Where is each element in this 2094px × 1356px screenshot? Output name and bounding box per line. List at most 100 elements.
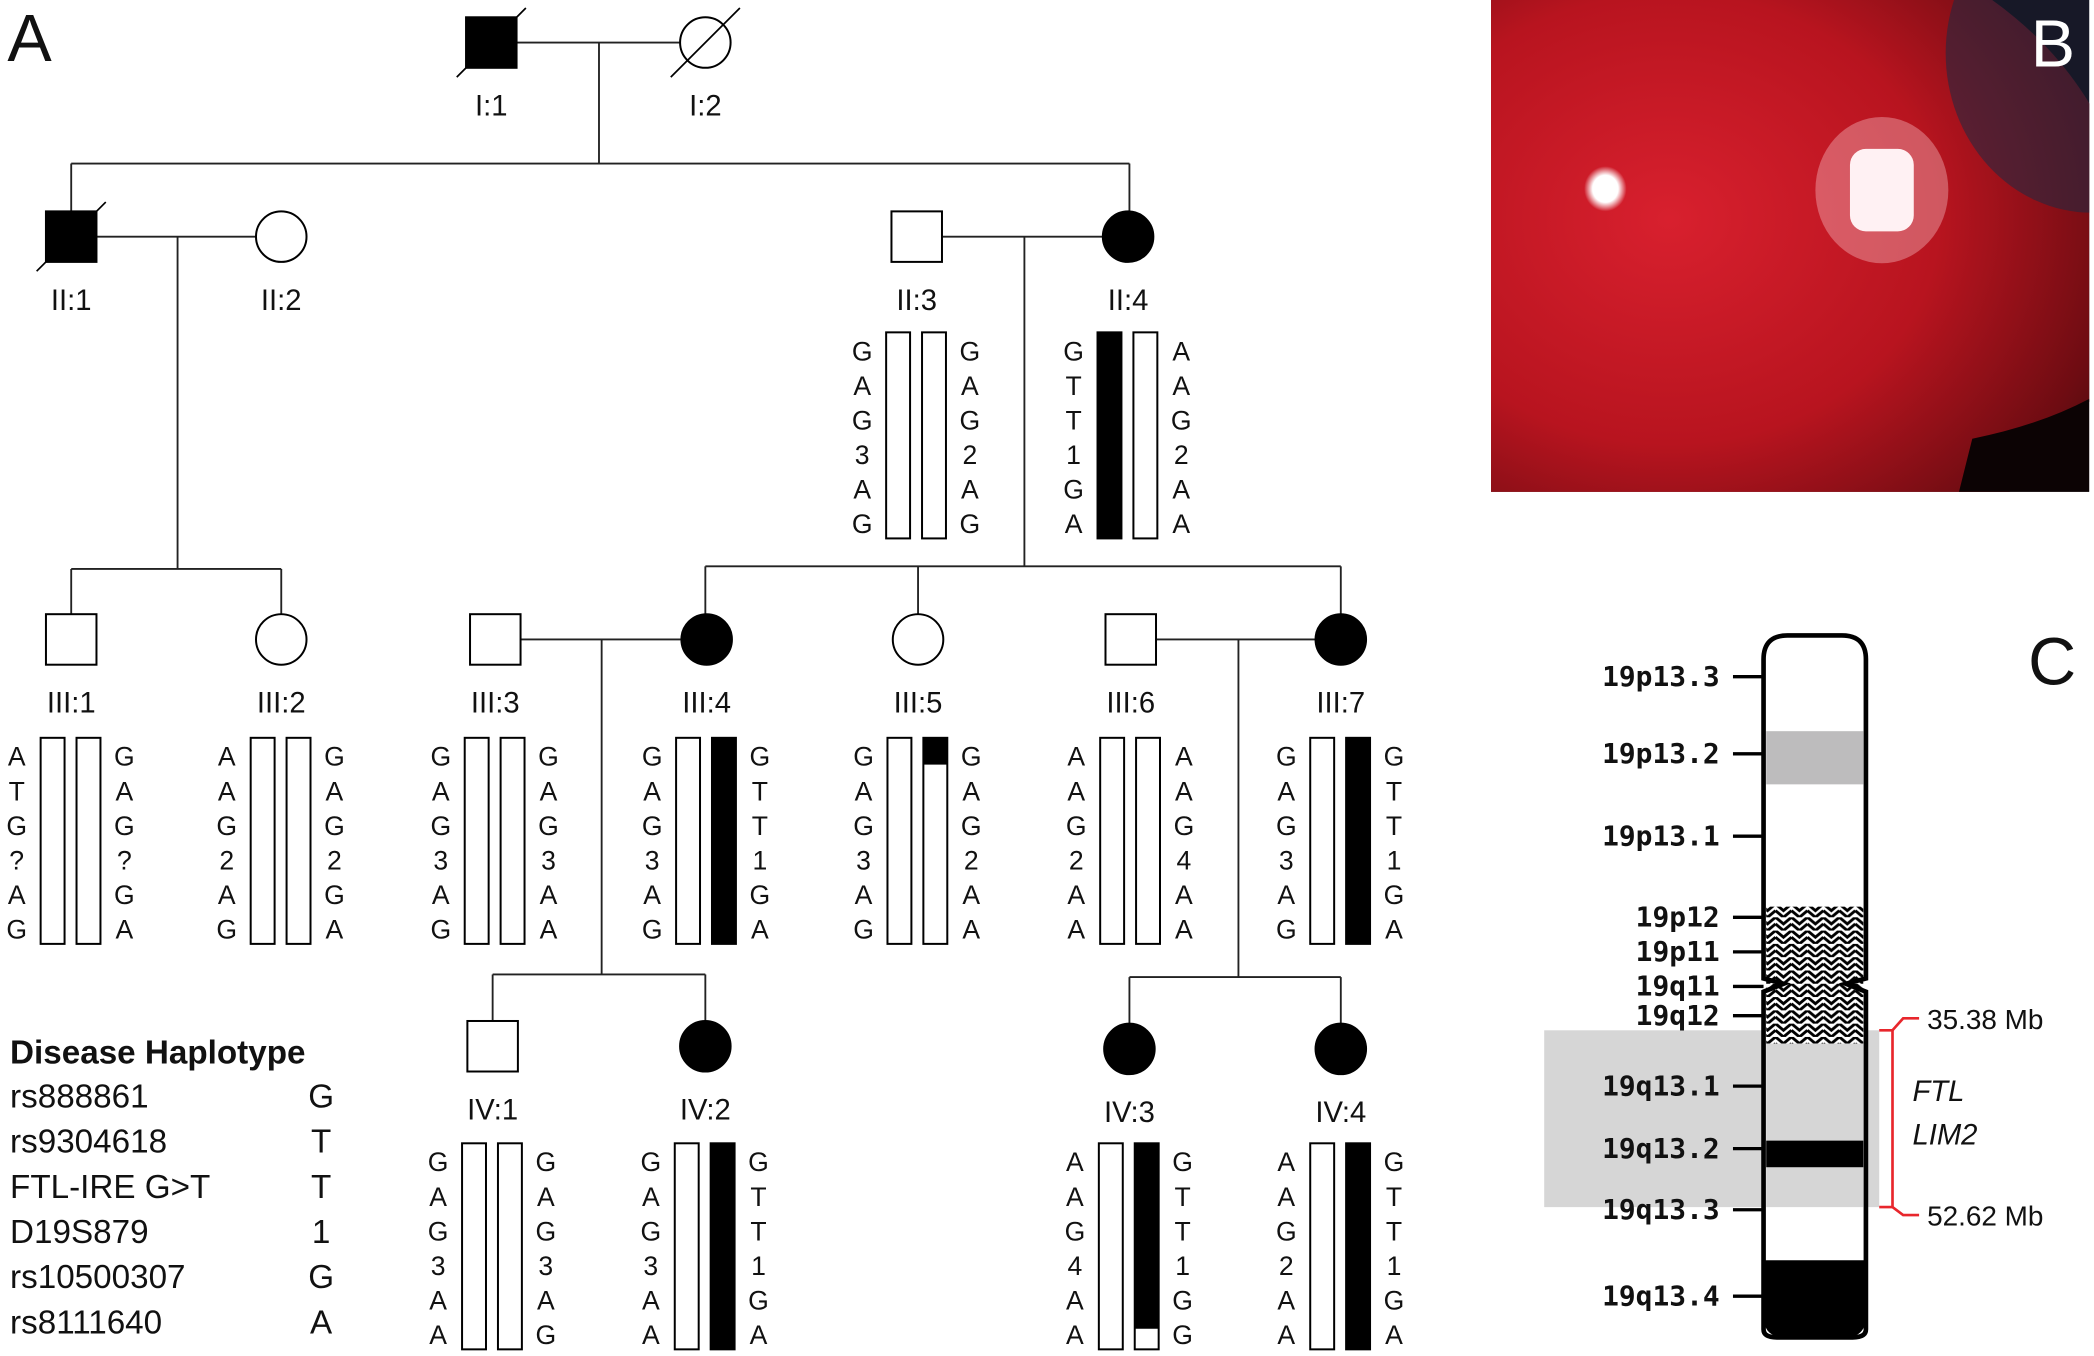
allele-right: T (1174, 1216, 1190, 1246)
allele-left: A (1067, 776, 1085, 806)
individual-label: III:7 (1316, 688, 1365, 720)
allele-left: 3 (433, 845, 448, 875)
haplotype-fill-right (1346, 1143, 1371, 1350)
allele-left: 3 (643, 1251, 658, 1281)
deceased-slash (36, 201, 107, 272)
allele-right: 1 (1175, 1251, 1190, 1281)
individual-label: I:1 (475, 91, 508, 123)
individual-label: III:2 (257, 688, 306, 720)
allele-left: G (640, 1147, 661, 1177)
individual-label: I:2 (689, 91, 722, 123)
allele-left: G (6, 811, 27, 841)
allele-right: 1 (751, 1251, 766, 1281)
allele-left: G (852, 336, 873, 366)
legend-allele: T (311, 1169, 331, 1206)
allele-right: G (750, 742, 771, 772)
band-label: 19q13.4 (1602, 1279, 1720, 1312)
allele-left: A (1067, 915, 1085, 945)
region-start-label: 35.38 Mb (1927, 1004, 2043, 1035)
allele-left: G (642, 915, 663, 945)
haplotype-fill-right (1346, 737, 1371, 944)
individual-label: II:2 (261, 285, 302, 317)
allele-left: G (642, 811, 663, 841)
legend-title: Disease Haplotype (10, 1035, 305, 1072)
gene-label-ftl: FTL (1912, 1076, 1964, 1108)
allele-right: A (1172, 475, 1190, 505)
allele-left: G (216, 915, 237, 945)
haplotype-fill-right (710, 1143, 735, 1350)
allele-left: A (853, 475, 871, 505)
individual-label: IV:4 (1315, 1097, 1366, 1129)
allele-left: A (429, 1182, 447, 1212)
allele-left: G (428, 1147, 449, 1177)
legend-marker: rs888861 (10, 1078, 149, 1115)
allele-left: A (218, 880, 236, 910)
haplotype-bar-right (496, 1142, 523, 1351)
individual-label: III:1 (47, 688, 96, 720)
allele-right: 2 (964, 845, 979, 875)
allele-right: G (960, 336, 981, 366)
haplotype-bar-right (922, 736, 949, 945)
allele-right: 1 (752, 845, 767, 875)
haplotype-bar-right (499, 736, 526, 945)
band-label: 19q12 (1636, 999, 1720, 1032)
region-end-label: 52.62 Mb (1927, 1201, 2043, 1232)
haplotype-bar-right (1135, 736, 1161, 945)
haplotype-fill-left (1097, 332, 1122, 539)
legend-allele: 1 (312, 1214, 330, 1251)
individual-label: III:6 (1106, 688, 1155, 720)
allele-left: A (429, 1285, 447, 1315)
allele-right: G (960, 405, 981, 435)
individual-label: II:1 (51, 285, 92, 317)
male-symbol (890, 210, 943, 263)
allele-right: A (537, 1285, 555, 1315)
allele-right: G (538, 811, 559, 841)
allele-left: G (1065, 1216, 1086, 1246)
band-label: 19q11 (1636, 970, 1720, 1003)
allele-left: A (1277, 776, 1295, 806)
allele-left: 3 (855, 440, 870, 470)
allele-left: T (1065, 371, 1081, 401)
band-label: 19p12 (1636, 901, 1720, 934)
haplotype-bar-right (1132, 331, 1159, 540)
allele-left: A (643, 776, 661, 806)
band-label: 19q13.3 (1602, 1193, 1720, 1226)
individual-label: III:4 (682, 688, 731, 720)
allele-right: G (748, 1147, 769, 1177)
allele-right: G (1384, 1285, 1405, 1315)
individual-label: III:5 (894, 688, 943, 720)
allele-left: A (855, 880, 873, 910)
allele-right: A (537, 1182, 555, 1212)
allele-right: G (535, 1147, 556, 1177)
allele-left: A (1065, 509, 1083, 539)
haplotype-bar-left (885, 331, 912, 540)
haplotype-bar-left (461, 1142, 487, 1351)
allele-right: 1 (1387, 1251, 1402, 1281)
allele-right: G (538, 742, 559, 772)
allele-left: A (1066, 1182, 1084, 1212)
allele-right: A (1385, 1320, 1403, 1350)
allele-left: G (430, 742, 451, 772)
allele-left: A (432, 776, 450, 806)
haplotype-fill-right (1134, 1143, 1159, 1329)
individual-i-2: I:2 (670, 7, 741, 123)
allele-right: A (540, 880, 558, 910)
allele-right: G (960, 509, 981, 539)
allele-right: G (1172, 1320, 1193, 1350)
band-label: 19p11 (1636, 935, 1720, 968)
panel-label-a: A (7, 2, 52, 76)
chromosome-19-ideogram (1761, 633, 1869, 1340)
deceased-slash (670, 7, 741, 78)
individual-label: IV:3 (1104, 1097, 1155, 1129)
legend-marker: FTL-IRE G>T (10, 1169, 210, 1206)
individual-label: IV:2 (680, 1094, 731, 1126)
allele-right: G (748, 1285, 769, 1315)
allele-left: 2 (1279, 1251, 1294, 1281)
allele-right: A (1172, 371, 1190, 401)
allele-left: G (853, 742, 874, 772)
